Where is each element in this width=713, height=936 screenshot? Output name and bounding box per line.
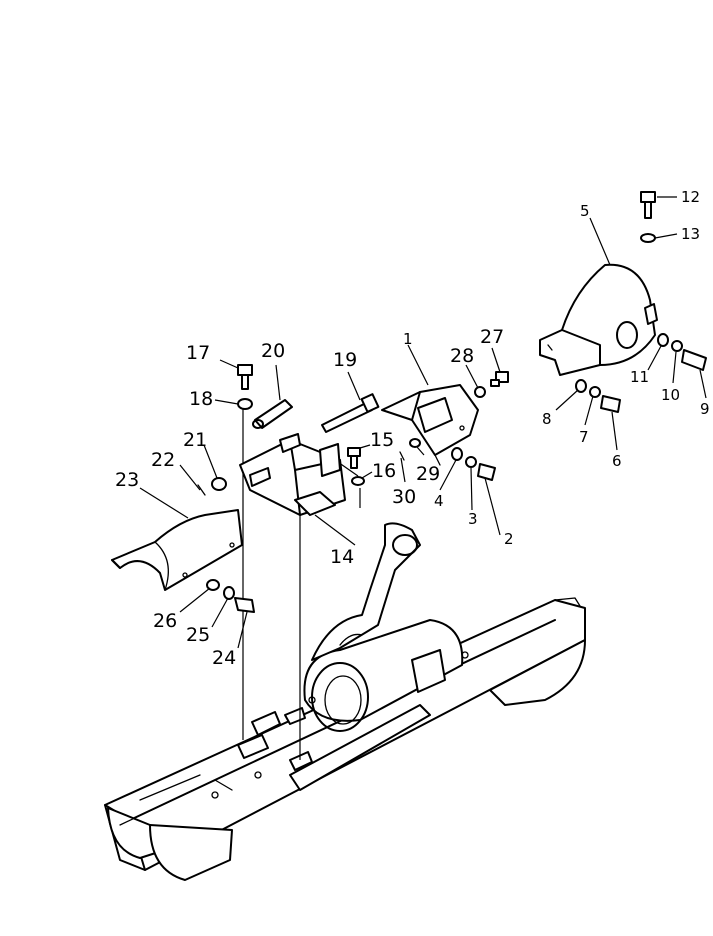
label-16: 16: [372, 460, 396, 482]
label-2: 2: [504, 530, 514, 548]
label-12: 12: [681, 188, 700, 206]
bracket-14: [239, 433, 346, 516]
label-3: 3: [468, 510, 478, 528]
label-24: 24: [212, 647, 236, 669]
label-18: 18: [189, 388, 213, 410]
label-30: 30: [392, 486, 416, 508]
part-labels: 1 2 3 4 5 6 7 8 9 10 11 12 13 14 15 16 1…: [115, 188, 710, 669]
label-27: 27: [480, 326, 504, 348]
label-5: 5: [580, 202, 590, 220]
label-9: 9: [700, 400, 710, 418]
label-6: 6: [612, 452, 622, 470]
label-4: 4: [434, 492, 444, 510]
label-14: 14: [330, 546, 354, 568]
label-26: 26: [153, 610, 177, 632]
label-19: 19: [333, 349, 357, 371]
cover-23: [111, 509, 243, 591]
label-13: 13: [681, 225, 700, 243]
label-11: 11: [630, 368, 649, 386]
hardware: [197, 191, 707, 613]
label-7: 7: [579, 428, 589, 446]
label-23: 23: [115, 469, 139, 491]
label-1: 1: [403, 330, 413, 348]
label-17: 17: [186, 342, 210, 364]
label-29: 29: [416, 463, 440, 485]
label-15: 15: [370, 429, 394, 451]
label-21: 21: [183, 429, 207, 451]
leader-lines: [139, 196, 707, 649]
cover-5: [539, 263, 658, 376]
label-28: 28: [450, 345, 474, 367]
cover-1: [381, 384, 479, 466]
label-8: 8: [542, 410, 552, 428]
label-10: 10: [661, 386, 680, 404]
label-25: 25: [186, 624, 210, 646]
track-frame: [104, 522, 586, 881]
label-20: 20: [261, 340, 285, 362]
label-22: 22: [151, 449, 175, 471]
